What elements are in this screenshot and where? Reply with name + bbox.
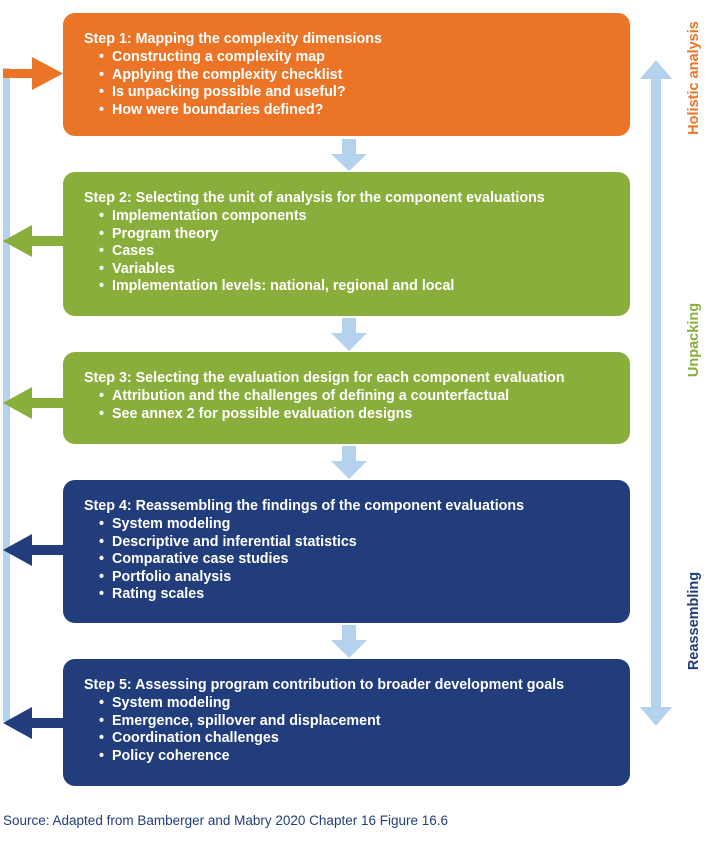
source-note: Source: Adapted from Bamberger and Mabry… — [3, 813, 449, 828]
down-arrow-2-3 — [331, 318, 367, 351]
step-4-box: Step 4: Reassembling the findings of the… — [63, 480, 630, 623]
list-item: Descriptive and inferential statistics — [99, 534, 614, 552]
list-item: Coordination challenges — [99, 730, 614, 748]
step-1-title: Step 1: Mapping the complexity dimension… — [84, 31, 382, 47]
list-item: System modeling — [99, 516, 614, 534]
step-4-items: System modeling Descriptive and inferent… — [84, 516, 614, 604]
list-item: Variables — [99, 261, 614, 279]
feedback-loop-line — [3, 68, 10, 721]
step-3-items: Attribution and the challenges of defini… — [84, 388, 614, 423]
list-item: Implementation components — [99, 208, 614, 226]
step-3-title: Step 3: Selecting the evaluation design … — [84, 370, 565, 386]
list-item: Cases — [99, 243, 614, 261]
list-item: Attribution and the challenges of defini… — [99, 388, 614, 406]
list-item: Portfolio analysis — [99, 569, 614, 587]
arrow-from-step-3 — [3, 387, 63, 419]
list-item: See annex 2 for possible evaluation desi… — [99, 406, 614, 424]
phase-holistic-text: Holistic analysis — [686, 21, 702, 135]
list-item: Comparative case studies — [99, 551, 614, 569]
down-arrow-1-2 — [331, 139, 367, 171]
step-5-title: Step 5: Assessing program contribution t… — [84, 677, 565, 693]
list-item: Program theory — [99, 226, 614, 244]
phase-double-arrow — [640, 60, 672, 726]
arrow-from-step-2 — [3, 225, 63, 257]
arrow-from-step-4 — [3, 534, 63, 566]
step-2-title: Step 2: Selecting the unit of analysis f… — [84, 190, 545, 206]
list-item: How were boundaries defined? — [99, 102, 614, 120]
step-1-items: Constructing a complexity map Applying t… — [84, 49, 614, 119]
step-4-title: Step 4: Reassembling the findings of the… — [84, 498, 525, 514]
step-5-items: System modeling Emergence, spillover and… — [84, 695, 614, 765]
list-item: System modeling — [99, 695, 614, 713]
step-3-box: Step 3: Selecting the evaluation design … — [63, 352, 630, 444]
down-arrow-4-5 — [331, 625, 367, 658]
step-5-box: Step 5: Assessing program contribution t… — [63, 659, 630, 786]
list-item: Implementation levels: national, regiona… — [99, 278, 614, 296]
list-item: Policy coherence — [99, 748, 614, 766]
step-1-box: Step 1: Mapping the complexity dimension… — [63, 13, 630, 136]
list-item: Applying the complexity checklist — [99, 67, 614, 85]
down-arrow-3-4 — [331, 446, 367, 479]
phase-reassembling-text: Reassembling — [686, 571, 702, 671]
list-item: Constructing a complexity map — [99, 49, 614, 67]
list-item: Is unpacking possible and useful? — [99, 84, 614, 102]
step-2-items: Implementation components Program theory… — [84, 208, 614, 296]
arrow-into-step-1 — [3, 57, 63, 90]
list-item: Rating scales — [99, 586, 614, 604]
step-2-box: Step 2: Selecting the unit of analysis f… — [63, 172, 630, 316]
list-item: Emergence, spillover and displacement — [99, 713, 614, 731]
arrow-from-step-5 — [3, 707, 63, 739]
phase-unpacking-text: Unpacking — [686, 302, 702, 378]
